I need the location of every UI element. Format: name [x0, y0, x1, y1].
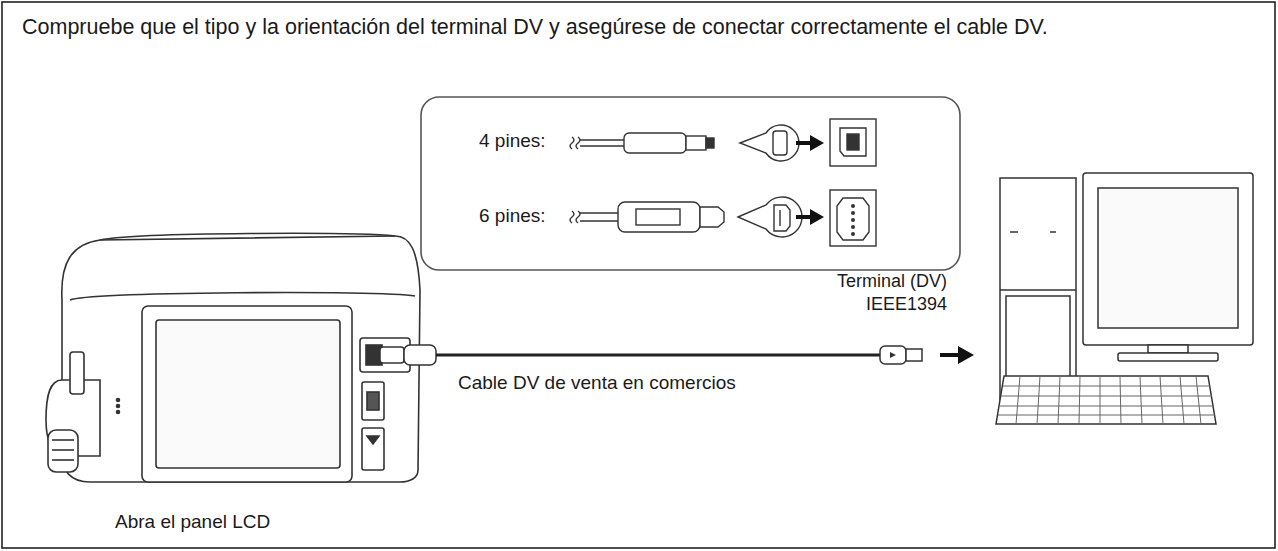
- port-cover: [362, 382, 384, 420]
- dot: [117, 411, 120, 414]
- drive-slot: [1050, 231, 1056, 233]
- cable-plug: [404, 345, 436, 365]
- keyboard: [996, 376, 1216, 424]
- cable-line: [580, 212, 618, 213]
- knob-line: [52, 439, 74, 441]
- plug-tip: [906, 349, 922, 361]
- plug-face: [774, 205, 790, 231]
- switch-mark: [367, 436, 379, 444]
- four-pin-plug: [570, 119, 876, 166]
- dot: [117, 399, 120, 402]
- camcorder-body: [62, 236, 420, 482]
- tower-line: [1000, 289, 1076, 291]
- key-row: [1001, 396, 1212, 397]
- monitor-stand: [1148, 345, 1188, 353]
- pin: [851, 211, 855, 215]
- pin-type-label: 6 pines:: [479, 204, 546, 228]
- cable-line: [580, 145, 624, 146]
- camcorder: [46, 233, 420, 482]
- pin: [851, 218, 855, 222]
- monitor-base: [1118, 353, 1218, 361]
- pin-type-label: 4 pines:: [479, 129, 546, 153]
- port: [367, 392, 379, 410]
- arrow-head: [810, 209, 824, 225]
- cable-line: [580, 139, 624, 140]
- cable-plug: [880, 346, 906, 364]
- computer: [996, 173, 1253, 424]
- zoom-callout: [740, 125, 799, 161]
- cable-plug: [380, 347, 404, 363]
- plug-label: [636, 209, 680, 225]
- zoom-callout: [738, 197, 802, 237]
- arrow-right: [796, 209, 824, 225]
- switch: [362, 428, 384, 470]
- six-pin-plug: [570, 190, 876, 246]
- cable-label: Cable DV de venta en comercios: [458, 371, 878, 395]
- plug-body: [618, 202, 700, 232]
- plug-end: [706, 138, 714, 148]
- port-inner: [847, 134, 859, 150]
- cable-break: [570, 211, 580, 223]
- heading-note: Compruebe que el tipo y la orientación d…: [22, 12, 1258, 42]
- knob-line: [52, 449, 74, 451]
- arrow-shaft: [796, 141, 812, 145]
- dv-cable: [380, 345, 974, 365]
- port-shape: [837, 198, 869, 240]
- monitor-screen: [1098, 188, 1238, 328]
- inset-box: 4 pines: 6 pines:: [421, 97, 960, 270]
- lcd-screen: [156, 320, 340, 468]
- six-pin-plug: [851, 204, 855, 236]
- plug-tip: [700, 207, 724, 227]
- monitor: [1083, 173, 1253, 345]
- arrow-shaft: [796, 215, 812, 219]
- plug-tip: [686, 136, 706, 150]
- port-square: [830, 190, 876, 246]
- camcorder-edge: [70, 293, 415, 300]
- port-square: [830, 119, 876, 166]
- pin: [851, 232, 855, 236]
- key-row: [998, 415, 1215, 416]
- panel-label: Abra el panel LCD: [115, 510, 415, 534]
- plug-mark: [890, 352, 896, 358]
- arrow-shaft: [940, 353, 960, 357]
- port-panel: [360, 338, 410, 372]
- port-shape: [840, 128, 866, 156]
- computer: [998, 376, 1215, 424]
- camcorder-top: [100, 233, 395, 240]
- key-row: [1003, 386, 1210, 387]
- arrow-right: [796, 135, 824, 151]
- arrow-head: [958, 346, 974, 364]
- lcd-panel: [142, 306, 352, 482]
- pin: [851, 225, 855, 229]
- dot: [117, 405, 120, 408]
- cable-line: [580, 220, 618, 221]
- pc-tower: [1000, 178, 1076, 400]
- key-row: [999, 406, 1213, 407]
- inset-frame: [421, 97, 960, 270]
- knob: [48, 430, 78, 472]
- strap-button: [70, 352, 84, 394]
- drive-slot: [1010, 231, 1018, 233]
- plug-face: [773, 131, 787, 155]
- plug-body: [624, 133, 686, 153]
- terminal-label: Terminal (DV) IEEE1394: [815, 270, 947, 316]
- plug-pins: [779, 210, 780, 226]
- knob-line: [52, 459, 74, 461]
- key-columns: [1016, 376, 1201, 424]
- cable-break: [570, 137, 580, 149]
- arrow-head: [810, 135, 824, 151]
- cable-line: [436, 354, 880, 357]
- pin: [851, 204, 855, 208]
